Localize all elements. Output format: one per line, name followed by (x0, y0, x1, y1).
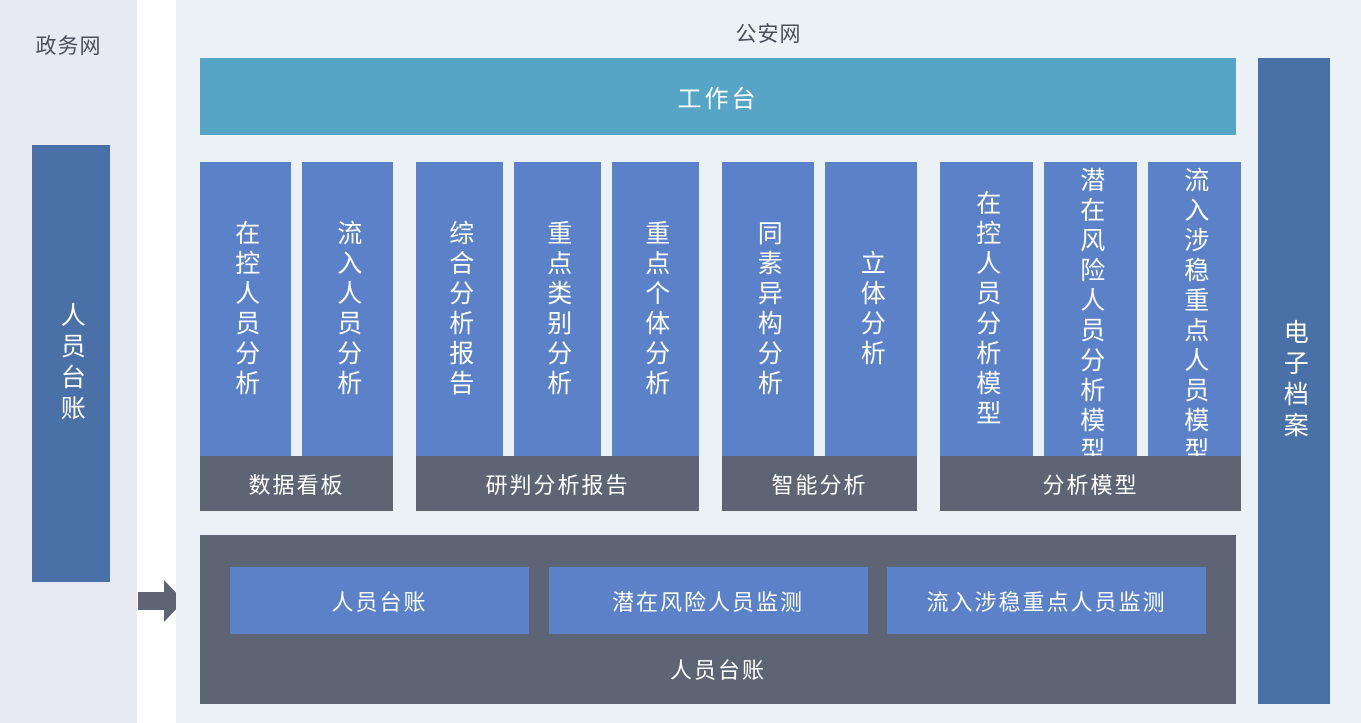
electronic-archive-bar[interactable]: 电子档案 (1258, 58, 1330, 704)
personnel-ledger-panel: 人员台账 潜在风险人员监测 流入涉稳重点人员监测 人员台账 (200, 535, 1236, 704)
ledger-card-0-label: 人员台账 (331, 589, 428, 615)
card-report-2-label: 重点个体分析 (641, 219, 670, 400)
personnel-ledger-cards: 人员台账 潜在风险人员监测 流入涉稳重点人员监测 (200, 567, 1236, 634)
group-model: 在控人员分析模型 潜在风险人员分析模型 流入涉稳重点人员模型 分析模型 (940, 162, 1241, 511)
group-dashboard: 在控人员分析 流入人员分析 数据看板 (200, 162, 393, 511)
card-model-2[interactable]: 流入涉稳重点人员模型 (1148, 162, 1241, 472)
electronic-archive-label: 电子档案 (1280, 319, 1309, 443)
group-report-cards: 综合分析报告 重点类别分析 重点个体分析 (416, 162, 699, 457)
group-intelligent-footer[interactable]: 智能分析 (722, 456, 917, 511)
card-dashboard-1[interactable]: 流入人员分析 (302, 162, 393, 457)
group-dashboard-cards: 在控人员分析 流入人员分析 (200, 162, 393, 457)
workbench-label: 工作台 (677, 86, 759, 113)
group-intelligent-cards: 同素异构分析 立体分析 (722, 162, 917, 457)
ledger-card-1[interactable]: 潜在风险人员监测 (548, 567, 868, 634)
right-arrow-icon (138, 580, 184, 622)
group-report-footer-label: 研判分析报告 (485, 472, 630, 498)
government-network-title: 政务网 (35, 35, 102, 58)
card-model-2-label: 流入涉稳重点人员模型 (1180, 167, 1209, 467)
ledger-card-2-label: 流入涉稳重点人员监测 (926, 589, 1167, 615)
card-report-1[interactable]: 重点类别分析 (514, 162, 601, 457)
government-personnel-ledger-label: 人员台账 (57, 301, 86, 426)
ledger-card-0[interactable]: 人员台账 (230, 567, 529, 634)
card-report-0-label: 综合分析报告 (445, 219, 474, 400)
ledger-card-2[interactable]: 流入涉稳重点人员监测 (887, 567, 1206, 634)
card-model-0-label: 在控人员分析模型 (972, 189, 1001, 430)
card-report-1-label: 重点类别分析 (543, 219, 572, 400)
card-report-0[interactable]: 综合分析报告 (416, 162, 503, 457)
government-personnel-ledger-bar[interactable]: 人员台账 (32, 145, 110, 582)
group-intelligent-footer-label: 智能分析 (771, 472, 868, 498)
card-intelligent-1[interactable]: 立体分析 (825, 162, 917, 457)
group-dashboard-footer-label: 数据看板 (248, 472, 345, 498)
group-report: 综合分析报告 重点类别分析 重点个体分析 研判分析报告 (416, 162, 699, 511)
group-report-footer[interactable]: 研判分析报告 (416, 456, 699, 511)
card-model-1[interactable]: 潜在风险人员分析模型 (1044, 162, 1137, 472)
group-model-footer[interactable]: 分析模型 (940, 456, 1241, 511)
card-report-2[interactable]: 重点个体分析 (612, 162, 699, 457)
personnel-ledger-panel-label: 人员台账 (669, 658, 766, 683)
card-dashboard-0-label: 在控人员分析 (231, 219, 260, 400)
workbench-banner[interactable]: 工作台 (200, 58, 1236, 135)
group-intelligent: 同素异构分析 立体分析 智能分析 (722, 162, 917, 511)
function-groups-row: 在控人员分析 流入人员分析 数据看板 综合分析报告 重点类别分析 重点个 (200, 162, 1241, 511)
card-model-1-label: 潜在风险人员分析模型 (1076, 167, 1105, 467)
card-intelligent-0[interactable]: 同素异构分析 (722, 162, 814, 457)
public-security-network-title: 公安网 (735, 23, 802, 46)
card-dashboard-0[interactable]: 在控人员分析 (200, 162, 291, 457)
card-dashboard-1-label: 流入人员分析 (333, 219, 362, 400)
card-model-0[interactable]: 在控人员分析模型 (940, 162, 1033, 457)
card-intelligent-0-label: 同素异构分析 (754, 219, 783, 400)
card-intelligent-1-label: 立体分析 (857, 249, 886, 370)
group-model-cards: 在控人员分析模型 潜在风险人员分析模型 流入涉稳重点人员模型 (940, 162, 1241, 472)
ledger-card-1-label: 潜在风险人员监测 (611, 589, 804, 615)
group-model-footer-label: 分析模型 (1042, 472, 1139, 498)
group-dashboard-footer[interactable]: 数据看板 (200, 456, 393, 511)
